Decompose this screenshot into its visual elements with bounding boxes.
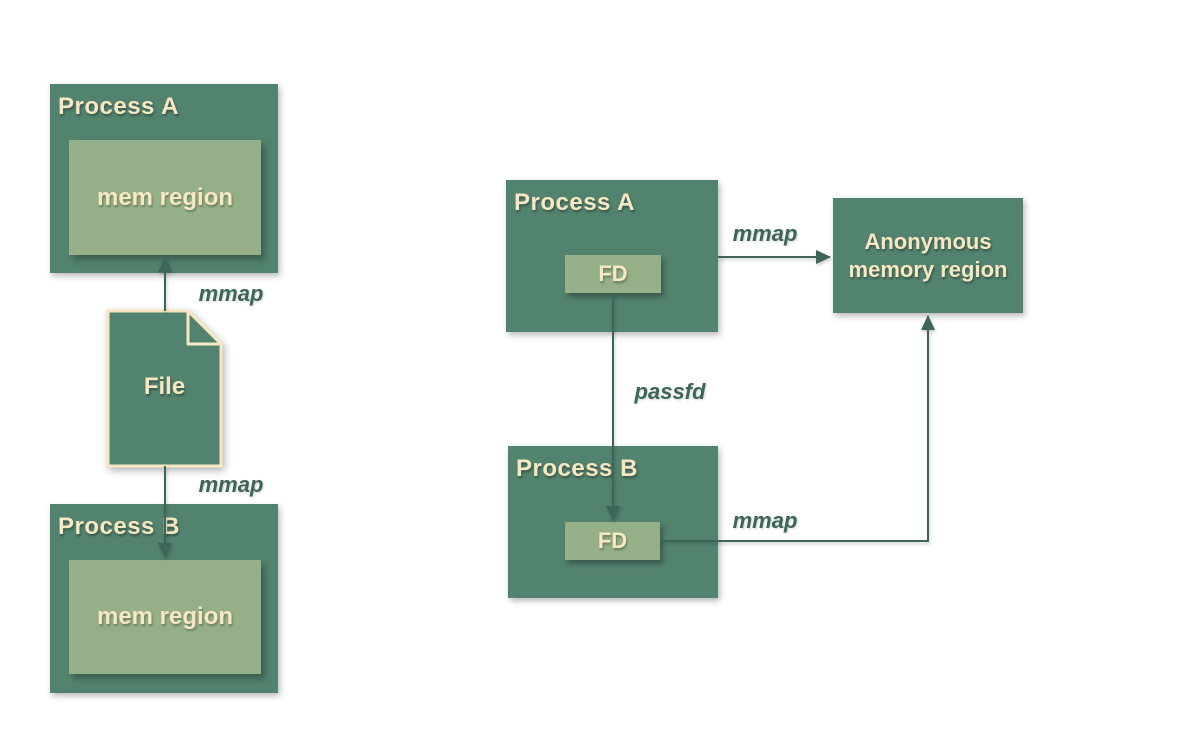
left-process-b-title: Process B <box>58 513 180 540</box>
right-process-b-fd-box: FD <box>565 522 660 560</box>
right-process-a-box: Process A FD <box>506 180 718 332</box>
edge-label-mmap-file-to-a: mmap <box>198 281 264 306</box>
right-process-a-fd-label: FD <box>598 261 628 286</box>
left-process-a-mem-region-label: mem region <box>96 183 234 211</box>
edge-label-mmap-a-to-anonymous: mmap <box>732 221 798 246</box>
anonymous-memory-region-label: Anonymous memory region <box>848 229 1008 282</box>
left-process-a-mem-region-box: mem region <box>69 140 261 255</box>
right-process-b-box: Process B FD <box>508 446 718 598</box>
file-fold-corner <box>186 309 223 346</box>
edge-label-mmap-b-to-anonymous: mmap <box>732 508 798 533</box>
anonymous-memory-region-box: Anonymous memory region <box>833 198 1023 313</box>
right-process-b-fd-label: FD <box>597 528 628 553</box>
file-icon-label: File <box>143 373 186 400</box>
left-process-a-title: Process A <box>58 93 180 120</box>
left-process-b-mem-region-box: mem region <box>69 560 261 674</box>
left-process-a-box: Process A mem region <box>50 84 278 273</box>
right-process-a-title: Process A <box>514 189 636 216</box>
right-process-b-title: Process B <box>516 455 638 482</box>
left-process-b-box: Process B mem region <box>50 504 278 693</box>
edge-label-passfd: passfd <box>634 379 706 404</box>
left-process-b-mem-region-label: mem region <box>96 603 234 630</box>
right-process-a-fd-box: FD <box>565 255 661 293</box>
edge-label-mmap-file-to-b: mmap <box>198 472 264 497</box>
